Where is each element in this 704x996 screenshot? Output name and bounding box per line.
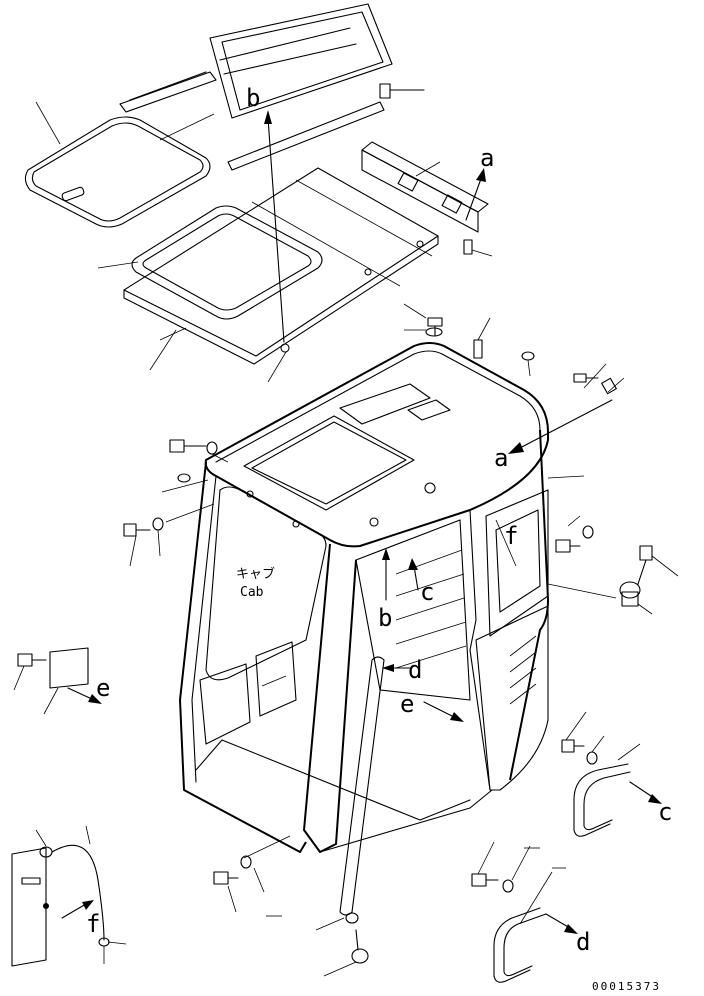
arrow-a-cab [508, 399, 613, 454]
handrail-rod [315, 656, 385, 977]
bolt-bottom-center [213, 835, 291, 917]
callout-a-top: a [480, 144, 494, 172]
callout-c-cab: c [420, 578, 434, 606]
sunroof-seal [97, 205, 323, 320]
bolt-right-mid [547, 475, 594, 553]
bolt-top-right [379, 83, 425, 99]
arrow-b-cab [382, 548, 390, 601]
sunshade-rail-frame [119, 3, 393, 171]
cab-frame [179, 342, 549, 853]
arrow-e-cab [423, 701, 464, 722]
bolt-left-mid [123, 503, 215, 567]
f-leader [495, 519, 517, 567]
callout-d-cab: d [408, 656, 422, 684]
cab-label-jp: キャブ [236, 566, 275, 582]
callout-f-left: f [86, 910, 100, 938]
callout-e-cab: e [400, 690, 414, 718]
arrow-f-left [61, 900, 94, 919]
arrow-d-right [545, 913, 578, 934]
callout-e-left: e [96, 674, 110, 702]
arrow-d-cab [382, 664, 411, 672]
bolts-upper-right [573, 363, 625, 395]
arrow-a-top [465, 168, 486, 221]
arrow-c-cab [408, 558, 419, 591]
rear-bracket-plate [361, 141, 493, 257]
callout-b-top: b [246, 84, 260, 112]
roof-panel [123, 167, 439, 371]
clip-right [473, 317, 535, 377]
arrow-b-top [264, 110, 290, 383]
sunshade-panel [24, 101, 215, 228]
cab-label-en: Cab [240, 585, 264, 600]
callout-a-cab: a [494, 444, 508, 472]
callout-d-right: d [576, 928, 590, 956]
bolt-roof-top [403, 303, 443, 337]
bolt-left-upper [161, 439, 229, 493]
handle-c [561, 711, 641, 837]
callout-f-cab: f [504, 522, 518, 550]
callout-c-right: c [658, 798, 672, 826]
arrow-e-left [67, 687, 102, 704]
arrow-c-right [629, 781, 662, 804]
lamp-fitting [547, 545, 679, 615]
callout-b-cab: b [378, 604, 392, 632]
harness-bracket [11, 825, 127, 967]
handle-d [471, 841, 566, 983]
bracket-left-e [13, 647, 89, 715]
drawing-number: 00015373 [592, 980, 661, 993]
